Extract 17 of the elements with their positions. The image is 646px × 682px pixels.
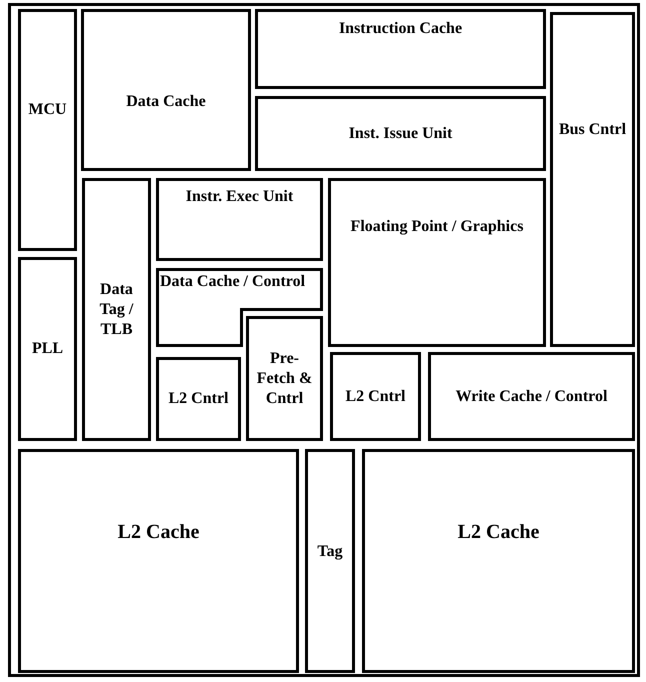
unit-block: Floating Point / Graphics	[328, 178, 546, 347]
unit-block: Pre-Fetch & Cntrl	[246, 316, 323, 441]
cache-block: L2 Cache	[18, 449, 299, 673]
cache-block: Data Cache	[81, 9, 251, 171]
unit-block: MCU	[18, 9, 77, 251]
unit-block: L2 Cntrl	[156, 357, 241, 441]
tag-block: Tag	[305, 449, 355, 673]
unit-block: Bus Cntrl	[550, 12, 635, 347]
cache-block: L2 Cache	[362, 449, 635, 673]
unit-block: PLL	[18, 257, 77, 441]
cache-control-block: Data Cache / Control	[156, 268, 323, 347]
cache-control-block: Write Cache / Control	[428, 352, 635, 441]
unit-block: Data Tag / TLB	[82, 178, 151, 441]
cache-block: Instruction Cache	[255, 9, 546, 89]
unit-block: Inst. Issue Unit	[255, 96, 546, 171]
unit-block: Instr. Exec Unit	[156, 178, 323, 261]
unit-block: L2 Cntrl	[330, 352, 421, 441]
